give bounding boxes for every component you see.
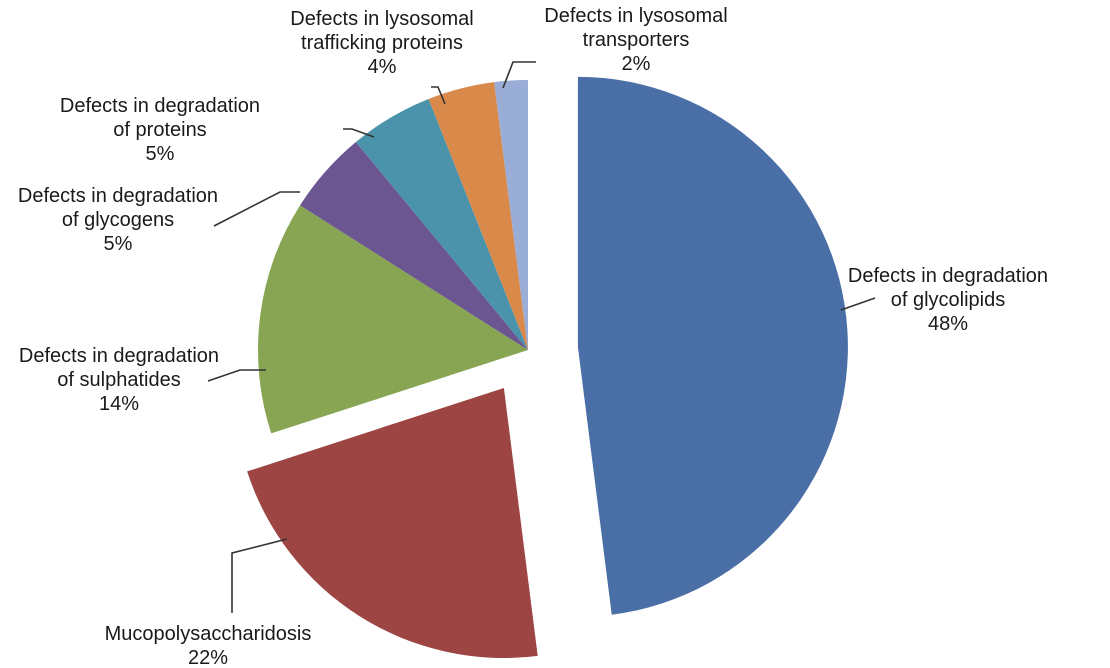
slice-category-label: Defects in degradation xyxy=(18,185,218,207)
pie-slice-2 xyxy=(247,387,538,658)
slice-category-label: Defects in lysosomal xyxy=(290,8,473,30)
leader-line-2 xyxy=(231,538,288,613)
slice-percent-label: 2% xyxy=(622,53,651,75)
slice-percent-label: 22% xyxy=(188,647,228,668)
slice-category-label: Defects in degradation xyxy=(19,345,219,367)
pie-slice-3 xyxy=(258,205,528,434)
slice-percent-label: 14% xyxy=(99,393,139,415)
leader-line-6 xyxy=(431,86,446,105)
pie-slice-5 xyxy=(355,98,528,350)
leader-line-5 xyxy=(343,128,375,138)
leader-line-4 xyxy=(213,191,300,227)
slice-category-label: of sulphatides xyxy=(57,369,180,391)
leader-line-3 xyxy=(207,369,266,382)
slice-percent-label: 48% xyxy=(928,313,968,335)
leader-line-1 xyxy=(840,297,876,311)
slice-category-label: of proteins xyxy=(113,119,206,141)
slice-category-label: transporters xyxy=(583,29,690,51)
slice-category-label: Defects in lysosomal xyxy=(544,5,727,27)
pie-slice-6 xyxy=(428,82,528,350)
slice-category-label: Mucopolysaccharidosis xyxy=(105,623,312,645)
leader-line-7 xyxy=(502,61,536,89)
slice-percent-label: 4% xyxy=(368,56,397,78)
slice-percent-label: 5% xyxy=(146,143,175,165)
pie-slice-4 xyxy=(300,141,528,350)
slice-category-label: of glycolipids xyxy=(891,289,1006,311)
slice-category-label: of glycogens xyxy=(62,209,174,231)
pie-slice-7 xyxy=(494,80,528,350)
slice-category-label: Defects in degradation xyxy=(60,95,260,117)
pie-slice-1 xyxy=(577,76,848,615)
slice-category-label: trafficking proteins xyxy=(301,32,463,54)
slice-category-label: Defects in degradation xyxy=(848,265,1048,287)
slice-percent-label: 5% xyxy=(104,233,133,255)
